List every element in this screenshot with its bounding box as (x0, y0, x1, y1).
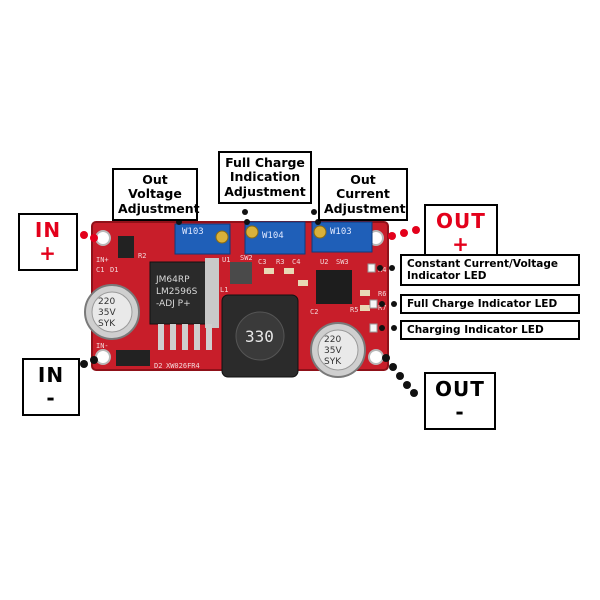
mounting-hole (95, 230, 111, 246)
silk-c4: C4 (292, 258, 300, 266)
label-in-plus: IN + (18, 213, 78, 271)
silk-u1: U1 (222, 256, 230, 264)
inductor-code: 330 (245, 327, 274, 346)
pot-2-code: W104 (262, 231, 284, 241)
label-in-minus: IN - (22, 358, 80, 416)
silk-c2: C2 (310, 308, 318, 316)
silk-u2: U2 (320, 258, 328, 266)
full-charge-led (369, 299, 378, 309)
smd-part (298, 280, 308, 286)
silkscreen: IN+ C1 D1 R2 IN- D2 XW026FR4 L1 U1 SW2 C… (96, 252, 386, 370)
switch-sw2 (230, 262, 252, 284)
diode (116, 350, 150, 366)
silk-d1: D1 (110, 266, 118, 274)
leader-dots-cc-cv (377, 265, 395, 271)
cap-right-line-2: 35V (324, 346, 342, 356)
silk-in-minus: IN- (96, 342, 109, 350)
pot-3-code: W103 (330, 227, 352, 237)
regulator-chip (149, 261, 215, 325)
cap-right-line-3: SYK (324, 357, 342, 367)
label-out-current-adjustment: Out Current Adjustment (318, 168, 408, 222)
leader-dots-in-minus (80, 356, 98, 368)
pot-screw (215, 230, 229, 244)
pot-screw (245, 225, 259, 239)
label-full-charge-indication-adjustment: Full Charge Indication Adjustment (218, 151, 312, 205)
inductor-core (235, 311, 285, 361)
smd-part (284, 268, 294, 274)
pot-1-code: W103 (182, 227, 204, 237)
leader-dots-full-charge (242, 209, 250, 225)
silk-r7: R7 (378, 304, 386, 312)
silk-in-plus: IN+ (96, 256, 109, 264)
cap-right-line-1: 220 (324, 335, 341, 345)
silk-r5: R5 (350, 306, 358, 314)
transistor (118, 236, 134, 258)
silk-d2: D2 (154, 362, 162, 370)
silk-c1: C1 (96, 266, 104, 274)
chip-line-1: JM64RP (155, 275, 190, 285)
cap-left-line-1: 220 (98, 297, 115, 307)
leader-dots-out-minus (382, 354, 418, 397)
silk-sw3: SW3 (336, 258, 349, 266)
silk-sw2: SW2 (240, 254, 253, 262)
leader-dots-full-charge-led (379, 301, 397, 307)
label-full-charge-indicator-led: Full Charge Indicator LED (400, 294, 580, 315)
silk-r6: R6 (378, 290, 386, 298)
chip-pins (158, 324, 212, 350)
leader-dots-out-plus (388, 226, 420, 240)
capacitor-left-top (91, 291, 133, 333)
smd-part (360, 305, 370, 311)
label-out-voltage-adjustment: Out Voltage Adjustment (112, 168, 200, 222)
cap-left-line-2: 35V (98, 308, 116, 318)
chip-line-3: -ADJ P+ (156, 299, 191, 309)
ic-u2 (316, 270, 352, 304)
mounting-hole (368, 349, 384, 365)
smd-part (360, 290, 370, 296)
cc-cv-led (367, 263, 376, 273)
label-charging-indicator-led: Charging Indicator LED (400, 320, 580, 341)
leader-dots-in-plus (80, 231, 98, 242)
silk-r2: R2 (138, 252, 146, 260)
chip-line-2: LM2596S (156, 287, 198, 297)
label-out-minus: OUT - (424, 372, 496, 430)
capacitor-right-top (317, 329, 359, 371)
leader-dots-charging-led (379, 325, 397, 331)
charging-led (369, 323, 378, 333)
silk-model: XW026FR4 (166, 362, 200, 370)
silk-l1: L1 (220, 286, 228, 294)
silk-c3: C3 (258, 258, 266, 266)
label-out-plus: OUT + (424, 204, 498, 262)
label-cc-cv-indicator-led: Constant Current/Voltage Indicator LED (400, 254, 580, 287)
cap-left-line-3: SYK (98, 319, 116, 329)
chip-tab (205, 258, 219, 328)
silk-r3: R3 (276, 258, 284, 266)
pot-screw (313, 225, 327, 239)
smd-part (264, 268, 274, 274)
mounting-hole (95, 349, 111, 365)
